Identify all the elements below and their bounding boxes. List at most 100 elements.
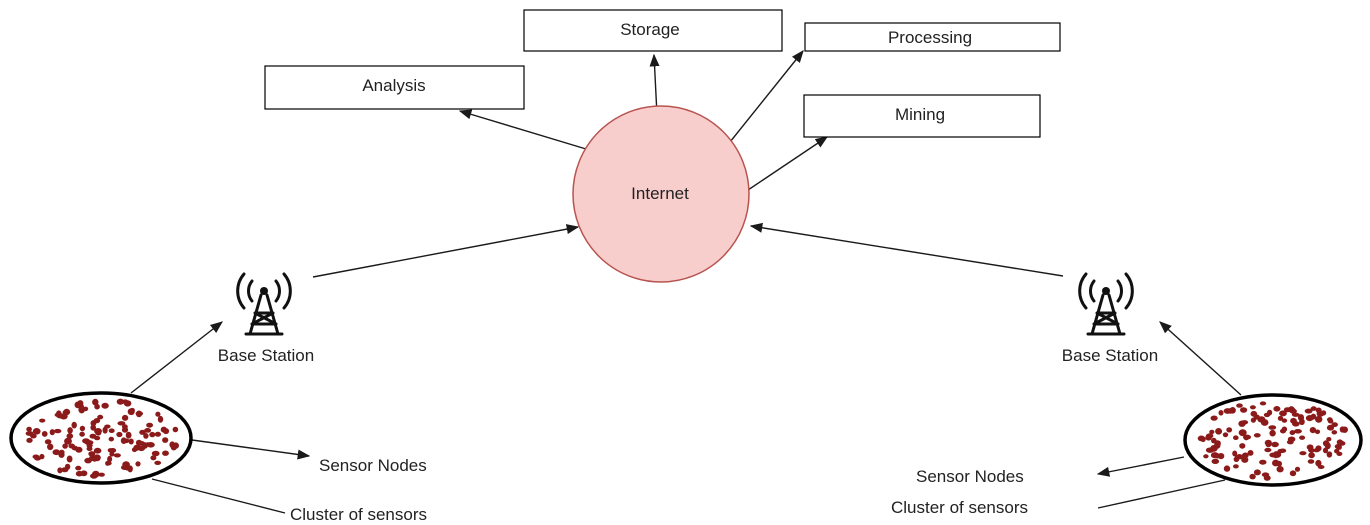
- sensor-node-dot: [1281, 418, 1288, 423]
- sensor-node-dot: [162, 450, 169, 456]
- sensor-node-dot: [90, 420, 97, 427]
- sensor-node-dot: [1271, 441, 1279, 448]
- sensor-node-dot: [26, 437, 33, 443]
- sensor-node-dot: [1214, 441, 1221, 449]
- sensor-node-dot: [98, 472, 105, 477]
- sensor-node-dot: [88, 451, 96, 457]
- arrow-right-cluster-to-sensor-nodes-label: [1096, 456, 1185, 477]
- sensor-node-dot: [1211, 437, 1217, 444]
- sensor-node-dot: [1307, 459, 1315, 464]
- sensor-node-dot: [1241, 456, 1249, 463]
- right-sensor-nodes-label: Sensor Nodes: [916, 467, 1024, 486]
- sensor-node-dot: [1272, 459, 1280, 467]
- sensor-node-dot: [135, 461, 141, 467]
- sensor-node-dot: [44, 439, 52, 445]
- sensor-node-dot: [34, 456, 41, 461]
- sensor-node-dot: [57, 467, 63, 474]
- sensor-node-dot: [1331, 430, 1338, 435]
- sensor-node-dot: [1243, 434, 1251, 440]
- right-sensor-cluster: [1183, 393, 1363, 487]
- sensor-node-dot: [146, 442, 155, 448]
- sensor-node-dot: [1249, 405, 1256, 410]
- sensor-node-dot: [79, 425, 86, 432]
- sensor-node-dot: [97, 414, 104, 420]
- right-cluster-label: Cluster of sensors: [891, 498, 1028, 517]
- left-base-station: Base Station: [218, 272, 314, 365]
- sensor-node-dot: [116, 398, 125, 405]
- sensor-node-dot: [1315, 459, 1322, 467]
- sensor-node-dot: [1226, 427, 1233, 433]
- sensor-node-dot: [89, 433, 97, 439]
- sensor-node-dot: [30, 433, 37, 439]
- sensor-node-dot: [1238, 429, 1247, 437]
- sensor-node-dot: [146, 422, 154, 428]
- sensor-node-dot: [1326, 437, 1332, 442]
- sensor-node-dot: [54, 428, 62, 434]
- sensor-node-dot: [1308, 452, 1315, 459]
- sensor-node-dot: [1304, 408, 1313, 414]
- sensor-node-dot: [1264, 439, 1272, 446]
- sensor-node-dot: [172, 426, 179, 433]
- sensor-node-dot: [105, 461, 112, 466]
- sensor-node-dot: [1291, 412, 1300, 417]
- storage-label: Storage: [620, 20, 680, 39]
- sensor-node-dot: [135, 411, 143, 417]
- right-base-station: Base Station: [1062, 272, 1158, 365]
- sensor-node-dot: [122, 424, 128, 430]
- sensor-node-dot: [162, 437, 169, 443]
- arrow-internet-to-processing: [721, 50, 804, 153]
- sensor-node-dot: [75, 470, 83, 477]
- sensor-node-dot: [66, 433, 74, 439]
- sensor-node-dot: [64, 437, 72, 445]
- sensor-node-dot: [1273, 451, 1279, 459]
- analysis-box: Analysis: [264, 65, 525, 110]
- sensor-node-dot: [1211, 458, 1220, 464]
- sensor-node-dot: [62, 443, 68, 449]
- sensor-node-dot: [1241, 452, 1249, 459]
- sensor-node-dot: [101, 402, 109, 409]
- sensor-node-dot: [39, 418, 46, 423]
- sensor-node-dot: [1299, 435, 1306, 440]
- sensor-node-dot: [1264, 447, 1272, 453]
- left-cluster-label: Cluster of sensors: [290, 505, 427, 524]
- sensor-node-dot: [1203, 454, 1209, 459]
- arrow-right-station-to-internet: [749, 222, 1064, 277]
- sensor-node-dot: [1250, 410, 1258, 417]
- left-sensor-nodes: [25, 398, 179, 479]
- sensor-node-dot: [86, 446, 93, 452]
- sensor-node-dot: [1279, 410, 1287, 417]
- sensor-node-dot: [107, 448, 113, 453]
- sensor-node-dot: [1289, 430, 1296, 436]
- sensor-node-dot: [1210, 452, 1219, 459]
- sensor-node-dot: [108, 436, 115, 442]
- right-base-station-label: Base Station: [1062, 346, 1158, 365]
- sensor-node-dot: [127, 408, 135, 416]
- analysis-label: Analysis: [362, 76, 425, 95]
- sensor-node-dot: [59, 413, 68, 420]
- arrow-internet-to-mining: [747, 136, 829, 191]
- sensor-node-dot: [1294, 466, 1301, 472]
- arrow-right-cluster-to-station: [1159, 321, 1242, 396]
- sensor-node-dot: [90, 424, 96, 431]
- sensor-node-dot: [155, 411, 161, 417]
- sensor-node-dot: [1233, 464, 1239, 469]
- sensor-node-dot: [117, 421, 126, 426]
- internet-label: Internet: [631, 184, 689, 203]
- sensor-node-dot: [1249, 473, 1256, 480]
- sensor-node-dot: [1310, 413, 1317, 420]
- mining-box: Mining: [803, 94, 1041, 138]
- sensor-node-dot: [67, 427, 73, 434]
- sensor-node-dot: [121, 465, 128, 470]
- sensor-node-dot: [32, 428, 41, 435]
- left-sensor-nodes-label: Sensor Nodes: [319, 456, 427, 475]
- sensor-node-dot: [1200, 436, 1206, 442]
- left-cluster-leader-line: [151, 478, 286, 514]
- sensor-node-dot: [75, 446, 83, 453]
- sensor-node-dot: [66, 455, 73, 463]
- sensor-node-dot: [1273, 406, 1281, 412]
- sensor-node-dot: [1236, 403, 1243, 408]
- sensor-node-dot: [102, 426, 108, 434]
- sensor-node-dot: [1269, 429, 1276, 437]
- sensor-node-dot: [1297, 414, 1305, 421]
